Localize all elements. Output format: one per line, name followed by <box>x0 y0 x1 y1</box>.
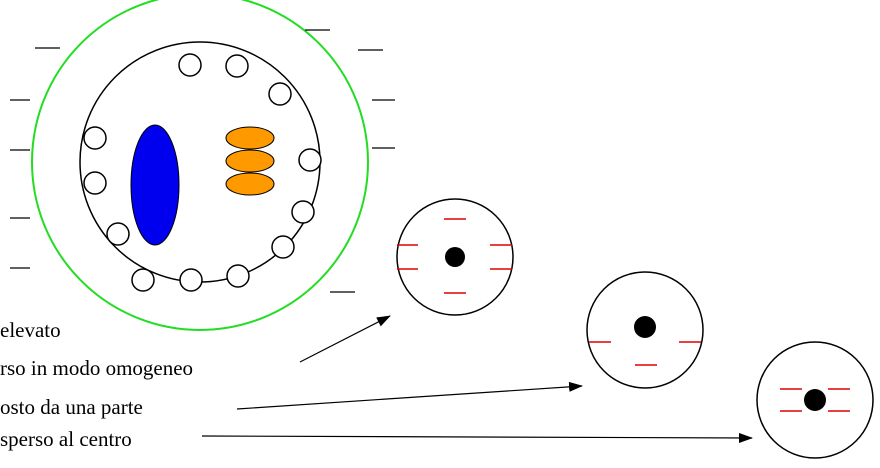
outer-membrane-ring <box>31 0 369 331</box>
label-omogeneo: rso in modo omogeneo <box>0 356 193 380</box>
orange-stack <box>225 126 275 196</box>
label-elevato: elevato <box>0 318 61 342</box>
circle-even-distribution <box>396 198 514 316</box>
arrow-to-center-circle <box>201 432 753 443</box>
label-centro: sperso al centro <box>0 427 132 451</box>
membrane-vesicles <box>83 53 322 292</box>
circle-one-side-distribution <box>586 271 704 389</box>
negative-charges-outer <box>10 29 395 293</box>
blue-organelle <box>130 124 180 246</box>
circle-center-distribution <box>756 341 874 459</box>
label-una-parte: osto da una parte <box>0 395 143 419</box>
arrow-to-one-side-circle <box>236 381 583 410</box>
arrow-to-even-circle <box>299 315 391 363</box>
